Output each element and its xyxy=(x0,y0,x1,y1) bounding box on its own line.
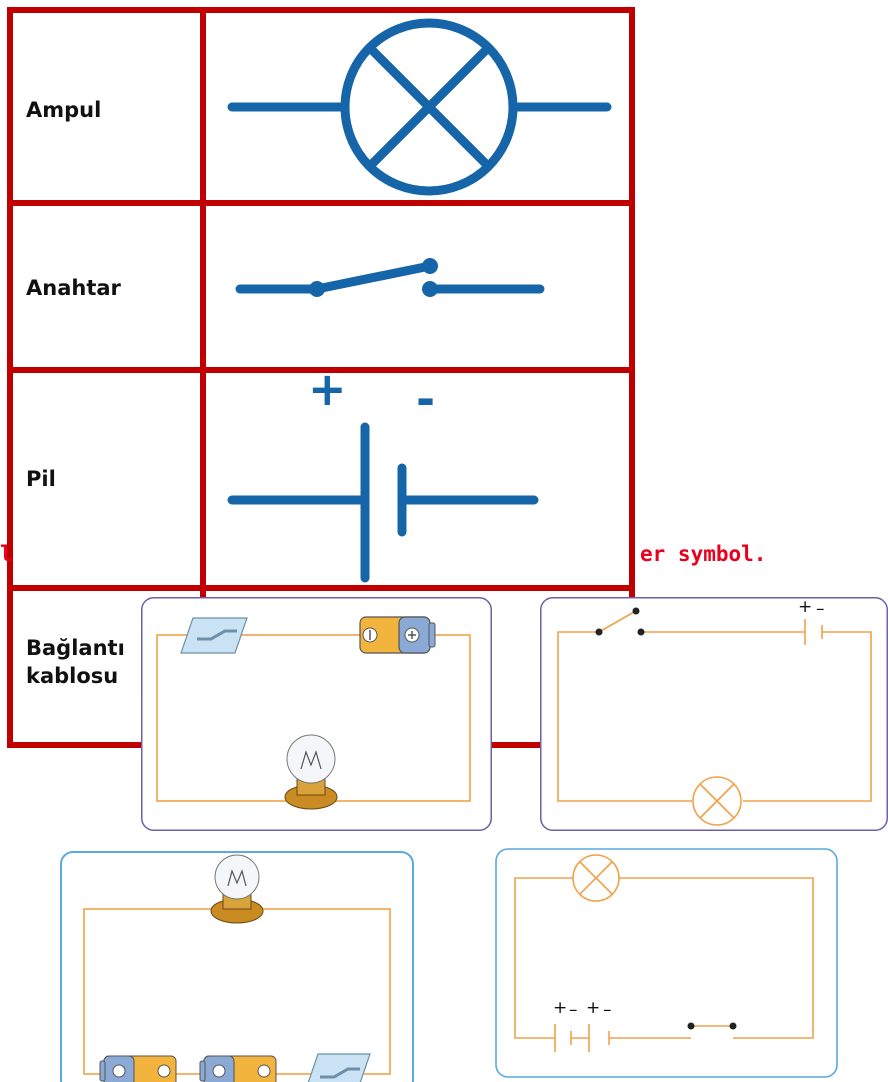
battery-plus-sign: + xyxy=(308,362,347,416)
battery-polarity-plus: + xyxy=(553,998,568,1018)
bulb-icon xyxy=(210,854,264,924)
battery-polarity-minus: – xyxy=(816,599,825,619)
battery-icon xyxy=(199,1055,277,1082)
circuit-panel-pictorial-bottom xyxy=(60,851,414,1082)
switch-symbol xyxy=(235,258,545,297)
battery-minus-sign: - xyxy=(416,372,436,426)
instruction-text-left: l xyxy=(0,542,13,566)
row-label-lamp: Ampul xyxy=(26,98,102,122)
battery-polarity-plus: + xyxy=(586,998,601,1018)
row-label-switch: Anahtar xyxy=(26,276,121,300)
bulb-icon xyxy=(284,734,338,810)
circuit-panel-schematic-bottom: + – + – xyxy=(495,848,838,1082)
circuit-panel-pictorial-top xyxy=(141,597,492,831)
circuit-drawing xyxy=(141,597,492,831)
circuit-schematic xyxy=(540,597,888,831)
switch-icon xyxy=(687,1022,737,1030)
row-label-wire-line1: Bağlantı xyxy=(26,636,125,660)
circuit-schematic xyxy=(495,848,838,1078)
circuit-drawing xyxy=(60,851,414,1082)
switch-icon xyxy=(595,607,645,636)
battery-polarity-plus: + xyxy=(798,597,813,617)
battery-icon xyxy=(359,616,436,654)
row-label-battery: Pil xyxy=(26,467,56,491)
instruction-text-right: er symbol. xyxy=(640,542,767,566)
circuit-panel-schematic-top: + – xyxy=(540,597,888,831)
battery-polarity-minus: – xyxy=(569,1000,578,1020)
row-label-wire-line2: kablosu xyxy=(26,664,119,688)
switch-icon xyxy=(180,617,248,654)
battery-icon xyxy=(99,1055,177,1082)
switch-icon xyxy=(307,1053,371,1082)
battery-symbol xyxy=(227,422,539,583)
lamp-symbol xyxy=(227,18,612,196)
battery-polarity-minus: – xyxy=(603,1000,612,1020)
